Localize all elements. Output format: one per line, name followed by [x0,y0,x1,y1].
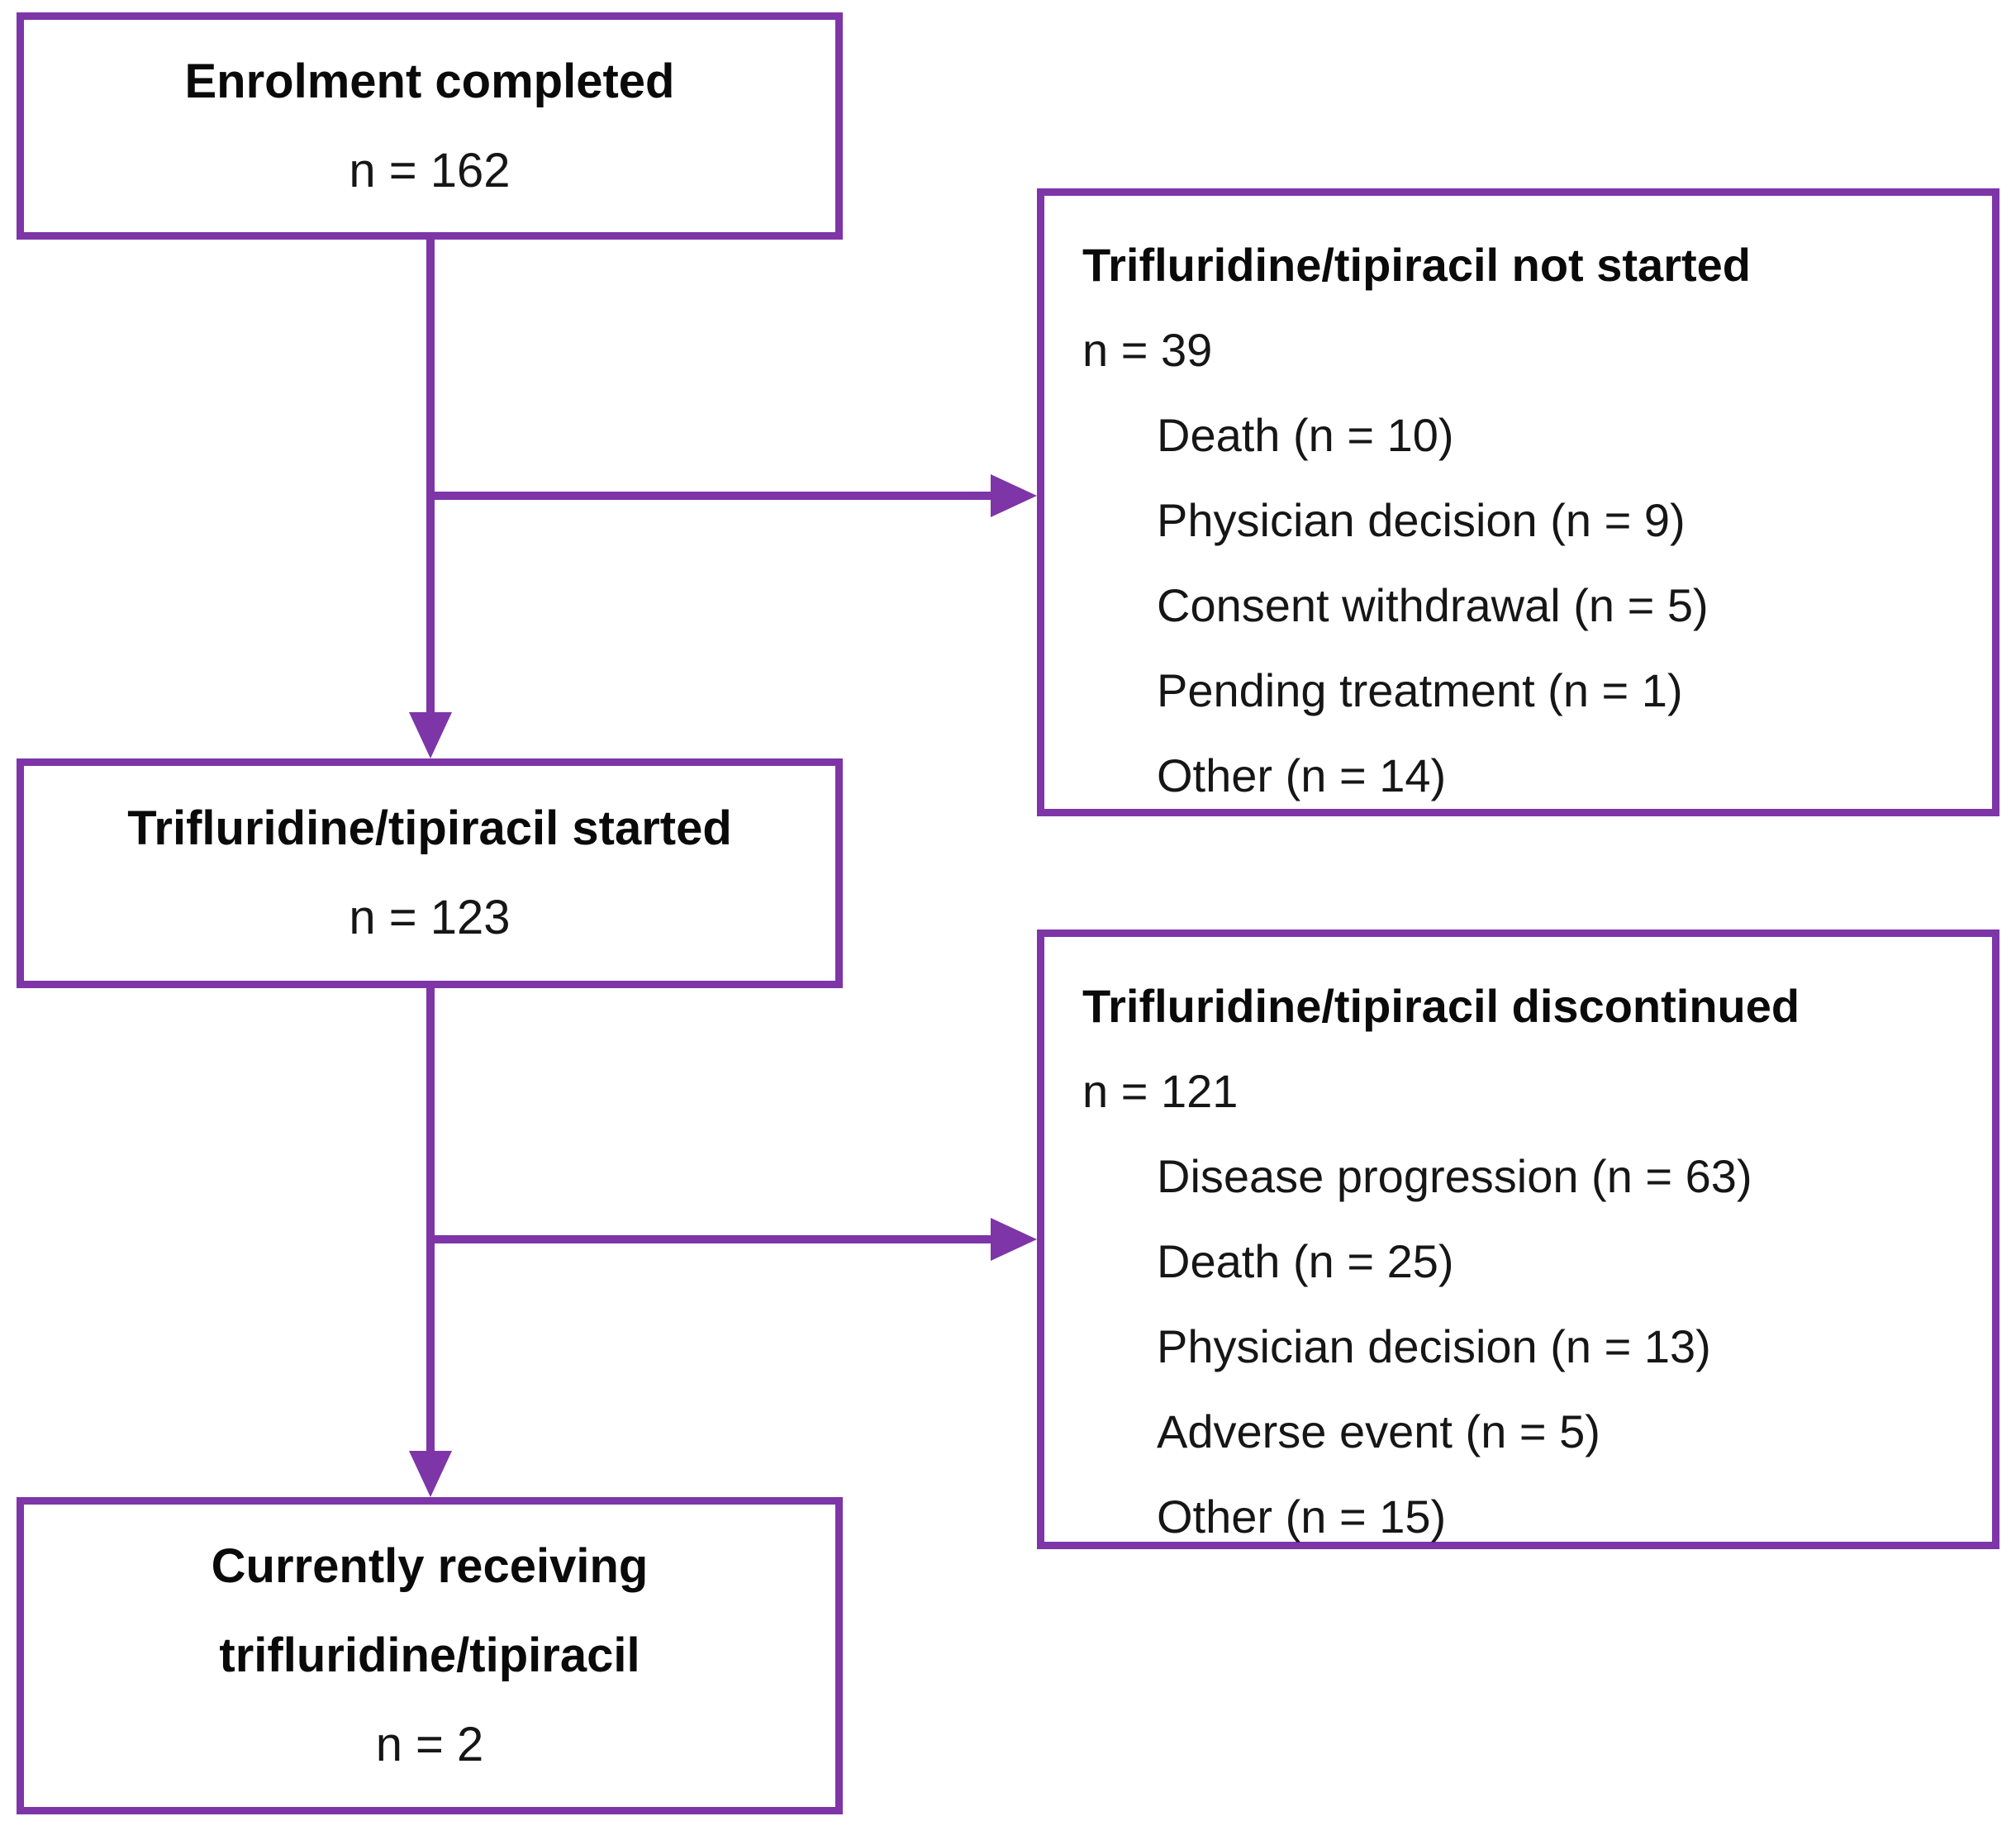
box-title-line2: trifluridine/tipiracil [219,1628,640,1682]
box-count: n = 2 [375,1718,484,1771]
reason-item: Death (n = 25) [1157,1235,1454,1287]
reason-item: Adverse event (n = 5) [1157,1405,1600,1457]
box-not-started: Trifluridine/tipiracil not started n = 3… [1037,188,1999,816]
box-title: Enrolment completed [184,54,675,108]
connector-to-not-started [426,492,991,500]
box-count: n = 39 [1082,324,1213,376]
box-title: Trifluridine/tipiracil started [127,801,732,855]
box-discontinued: Trifluridine/tipiracil discontinued n = … [1037,930,1999,1549]
box-count: n = 162 [349,143,511,197]
box-enrolment-completed: Enrolment completed n = 162 [17,12,843,240]
box-count: n = 121 [1082,1065,1239,1117]
reason-item: Physician decision (n = 9) [1157,494,1686,546]
box-count: n = 123 [349,891,511,944]
box-title: Trifluridine/tipiracil not started [1082,239,1751,291]
connector-enrolment-to-started [426,240,435,712]
connector-started-to-receiving [426,988,435,1451]
box-title-line1: Currently receiving [211,1539,649,1593]
reason-item: Physician decision (n = 13) [1157,1320,1711,1372]
arrowhead-down-icon [409,712,452,758]
connector-to-discontinued [426,1235,991,1243]
arrowhead-down-icon [409,1451,452,1497]
reason-item: Other (n = 15) [1157,1491,1447,1543]
box-treatment-started: Trifluridine/tipiracil started n = 123 [17,758,843,988]
reason-item: Other (n = 14) [1157,749,1447,801]
arrowhead-right-icon [991,1218,1037,1261]
box-currently-receiving: Currently receiving trifluridine/tipirac… [17,1497,843,1814]
reason-item: Disease progression (n = 63) [1157,1150,1752,1202]
reason-item: Death (n = 10) [1157,409,1454,461]
reason-item: Pending treatment (n = 1) [1157,664,1683,716]
arrowhead-right-icon [991,474,1037,517]
box-title: Trifluridine/tipiracil discontinued [1082,980,1800,1032]
reason-item: Consent withdrawal (n = 5) [1157,579,1709,631]
